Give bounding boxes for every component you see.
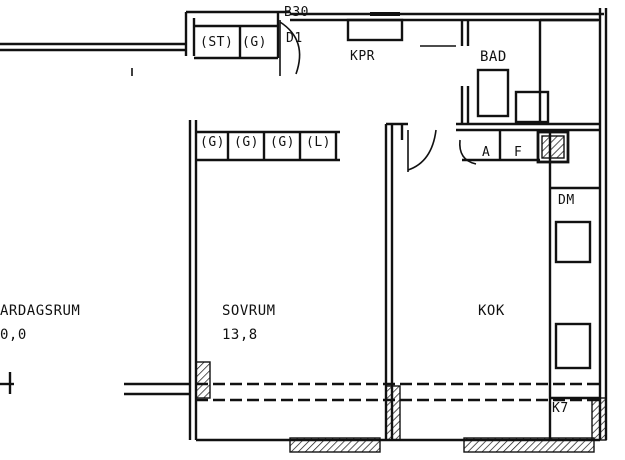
- room-area-living: 0,0: [0, 327, 27, 343]
- hatch-bedroom-left: [195, 361, 211, 399]
- wardrobe-code-1: (G): [200, 135, 225, 150]
- wardrobe-code-3: (G): [270, 135, 295, 150]
- hatch-right: [591, 397, 607, 441]
- kitchen-stove: [554, 220, 592, 264]
- door-swing-entry: [279, 21, 301, 75]
- door-swing-kitchen: [407, 129, 437, 171]
- walls: [0, 8, 608, 442]
- code-g-top: (G): [242, 35, 267, 50]
- code-b30: B30: [284, 5, 309, 20]
- hatch-w: [541, 135, 565, 159]
- bath-fixture-1: [476, 68, 510, 118]
- code-st: (ST): [200, 35, 234, 50]
- door-swings: [131, 20, 477, 172]
- hatch-bottom-2: [463, 437, 595, 453]
- hatch-bottom-1: [289, 437, 381, 453]
- room-label-bedroom: SOVRUM: [222, 303, 276, 319]
- room-label-bath: BAD: [480, 49, 507, 65]
- kitchen-sink: [554, 322, 592, 370]
- wardrobe-code-2: (G): [234, 135, 259, 150]
- code-dm: DM: [558, 193, 575, 208]
- kpr-box: [346, 18, 404, 42]
- hatch-bedroom-right: [385, 385, 401, 441]
- door-swing-bath: [459, 139, 477, 165]
- w-cabinet: [536, 130, 570, 164]
- code-d1: D1: [286, 31, 303, 46]
- code-f: F: [514, 145, 523, 160]
- code-a: A: [482, 145, 491, 160]
- code-k7: K7: [552, 401, 569, 416]
- wardrobe-code-4: (L): [306, 135, 331, 150]
- bath-fixture-2: [514, 90, 550, 124]
- hatched-walls: [195, 135, 607, 453]
- room-area-bedroom: 13,8: [222, 327, 258, 343]
- room-label-kitchen: KOK: [478, 303, 505, 319]
- room-label-kpr: KPR: [350, 49, 375, 64]
- room-label-living: ARDAGSRUM: [0, 303, 81, 319]
